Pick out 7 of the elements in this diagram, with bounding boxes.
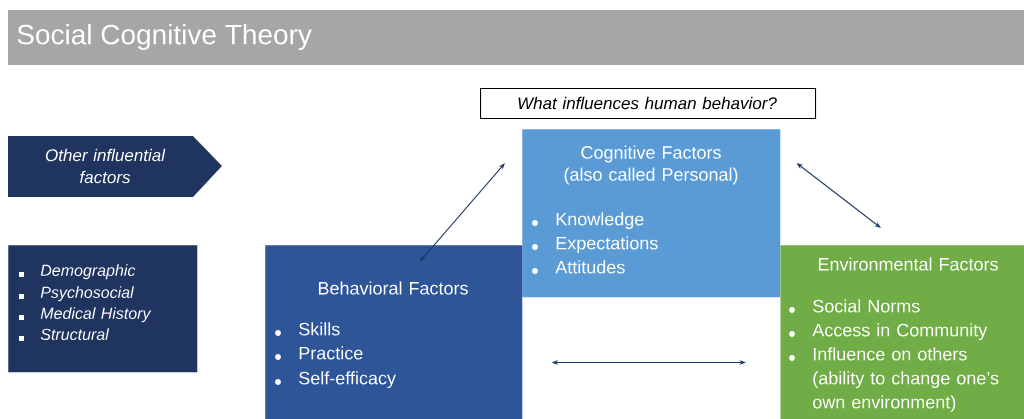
pentagon-arrow-box: Other influential factors: [8, 136, 222, 197]
factor-box: Cognitive Factors (also called Personal) Knowledge Expectations Attitudes: [522, 129, 781, 298]
question-box: What influences human behavior?: [480, 88, 817, 120]
factor-box: Environmental Factors Social Norms Access in Community Influence on others (ability to change one’s own environment): [780, 245, 1024, 419]
title-bar: Social Cognitive Theory: [8, 10, 1024, 65]
list-box: Demographic Psychosocial Medical History Structural: [8, 245, 198, 373]
factor-box: Behavioral Factors Skills Practice Self-efficacy: [265, 245, 523, 419]
